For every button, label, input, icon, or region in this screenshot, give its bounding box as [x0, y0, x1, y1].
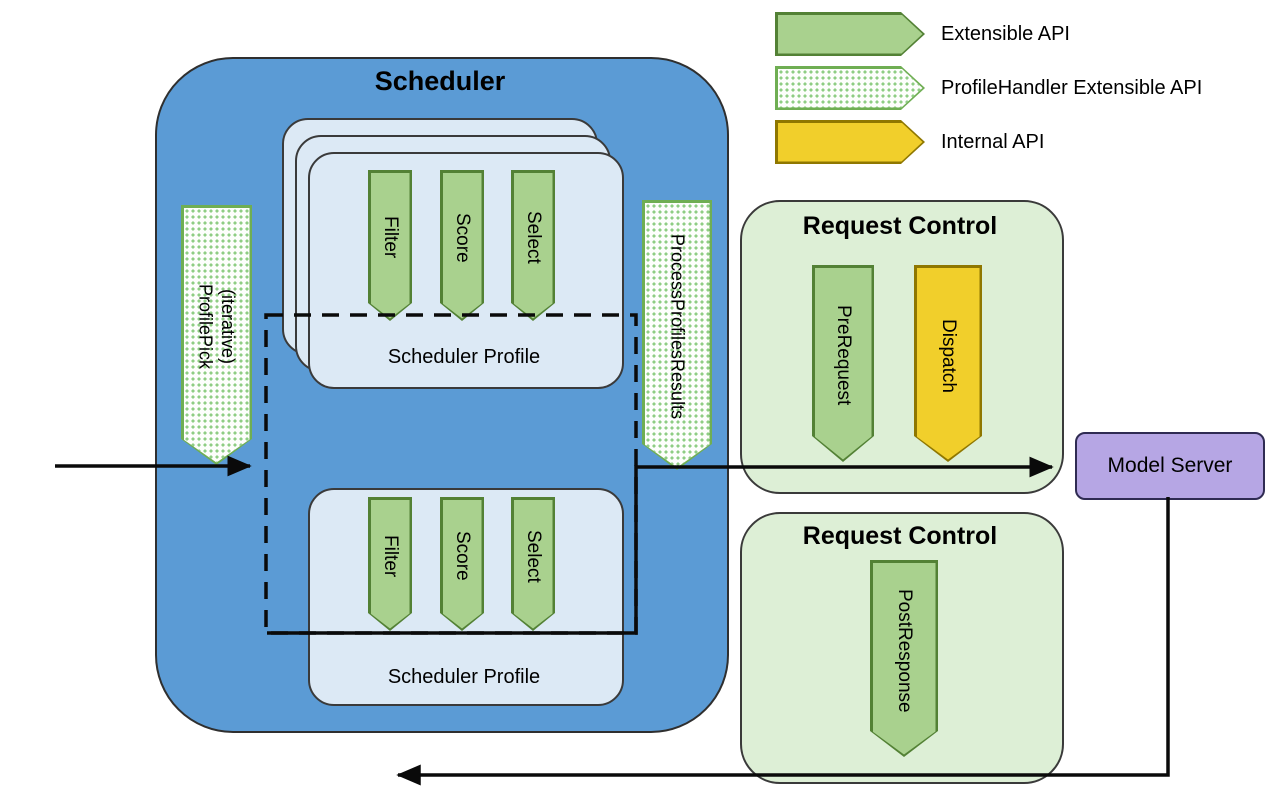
filter-arrow-top: Filter — [368, 170, 412, 321]
dispatch-arrow-fill — [917, 268, 980, 460]
filter-arrow-top-fill — [371, 173, 410, 319]
internal-api-arrow-icon — [775, 120, 925, 164]
filter-label-top: Filter — [379, 216, 401, 259]
legend-item-internal: Internal API — [775, 120, 1044, 164]
post-response-label: PostResponse — [893, 588, 915, 713]
request-control-top-title: Request Control — [802, 212, 998, 240]
profile-pick-arrow-fill — [184, 208, 250, 463]
profile-pick-label: ProfilePick (iterative) — [195, 284, 238, 370]
scheduler-profile-top-label: Scheduler Profile — [387, 346, 541, 368]
internal-api-arrow-fill — [778, 123, 923, 162]
model-server-box: Model Server — [1075, 432, 1265, 500]
scheduler-title: Scheduler — [374, 66, 506, 96]
filter-arrow-bottom: Filter — [368, 497, 412, 631]
score-arrow-bottom: Score — [440, 497, 484, 631]
legend-label-profilehandler: ProfileHandler Extensible API — [941, 76, 1203, 99]
model-server-label: Model Server — [1107, 454, 1233, 477]
pre-request-arrow: PreRequest — [812, 265, 874, 462]
pre-request-arrow-fill — [815, 268, 872, 460]
select-label-bottom: Select — [522, 529, 544, 583]
process-profiles-results-label: ProcessProfilesResults — [667, 234, 688, 420]
select-arrow-top-fill — [514, 173, 553, 319]
legend-label-internal: Internal API — [941, 130, 1045, 153]
score-label-top: Score — [451, 212, 473, 263]
process-profiles-results-arrow-fill — [645, 203, 710, 468]
legend-item-extensible: Extensible API — [775, 12, 1070, 56]
extensible-api-arrow-fill — [778, 15, 923, 54]
extensible-api-arrow-icon — [775, 12, 925, 56]
score-arrow-top: Score — [440, 170, 484, 321]
select-arrow-top: Select — [511, 170, 555, 321]
pre-request-label: PreRequest — [832, 305, 854, 406]
scheduler-profile-bottom-label: Scheduler Profile — [387, 666, 541, 688]
select-label-top: Select — [522, 211, 544, 264]
score-arrow-top-fill — [443, 173, 482, 319]
profilehandler-api-arrow-fill — [778, 69, 923, 108]
post-response-arrow: PostResponse — [870, 560, 938, 757]
profile-pick-arrow: ProfilePick (iterative) — [181, 205, 252, 465]
legend-label-extensible: Extensible API — [941, 22, 1070, 45]
request-control-bottom-title: Request Control — [802, 522, 998, 550]
dispatch-label: Dispatch — [937, 318, 959, 393]
profilehandler-api-arrow-icon — [775, 66, 925, 110]
dispatch-arrow: Dispatch — [914, 265, 982, 462]
legend-item-profilehandler: ProfileHandler Extensible API — [775, 66, 1202, 110]
request-control-top-box — [740, 200, 1064, 494]
score-label-bottom: Score — [451, 531, 473, 581]
process-profiles-results-arrow: ProcessProfilesResults — [642, 200, 712, 470]
select-arrow-bottom: Select — [511, 497, 555, 631]
filter-label-bottom: Filter — [379, 534, 401, 578]
